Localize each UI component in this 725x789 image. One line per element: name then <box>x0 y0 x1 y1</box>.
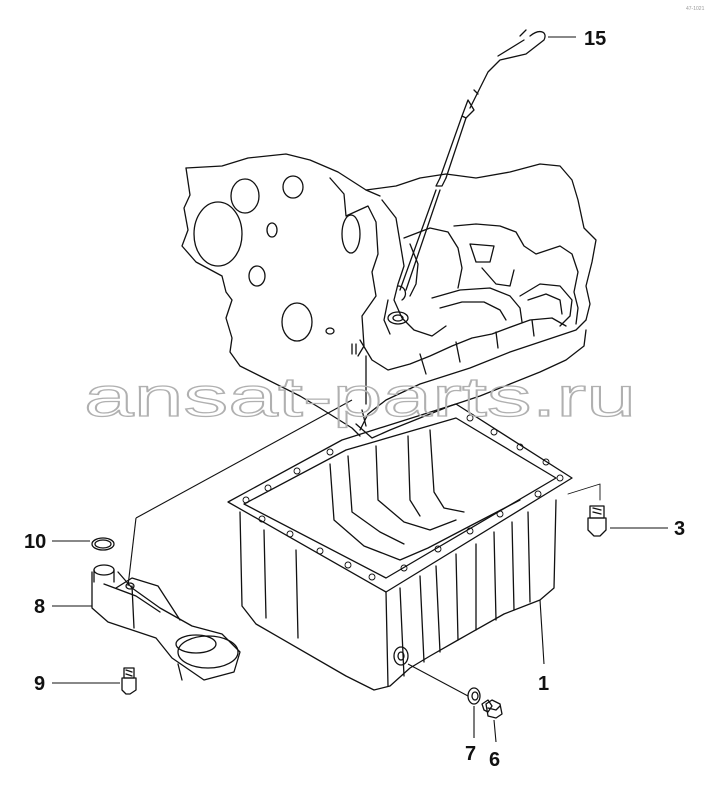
flange-bolt-holes <box>242 414 564 581</box>
pan-bolt <box>567 483 607 537</box>
drain-washer <box>467 687 481 705</box>
callout-10: 10 <box>24 531 46 553</box>
engine-block <box>181 153 597 437</box>
block-flange-edge <box>355 329 587 439</box>
callout-15: 15 <box>584 28 606 50</box>
strainer-bolt <box>121 667 137 695</box>
callout-3: 3 <box>674 518 685 540</box>
callout-1: 1 <box>538 673 549 695</box>
oil-strainer <box>91 564 241 681</box>
callout-labels: 15 3 10 8 9 1 7 6 <box>24 28 685 771</box>
drain-plug <box>481 699 503 719</box>
callout-8: 8 <box>34 596 45 618</box>
callout-9: 9 <box>34 673 45 695</box>
o-ring <box>91 537 115 551</box>
corner-mark: 47-1021 <box>686 6 705 12</box>
callout-6: 6 <box>489 749 500 771</box>
leader-lines <box>52 36 668 743</box>
dipstick <box>399 29 546 291</box>
watermark-text: ansat-parts.ru <box>84 365 636 428</box>
callout-7: 7 <box>465 743 476 765</box>
oil-pan <box>227 403 573 691</box>
